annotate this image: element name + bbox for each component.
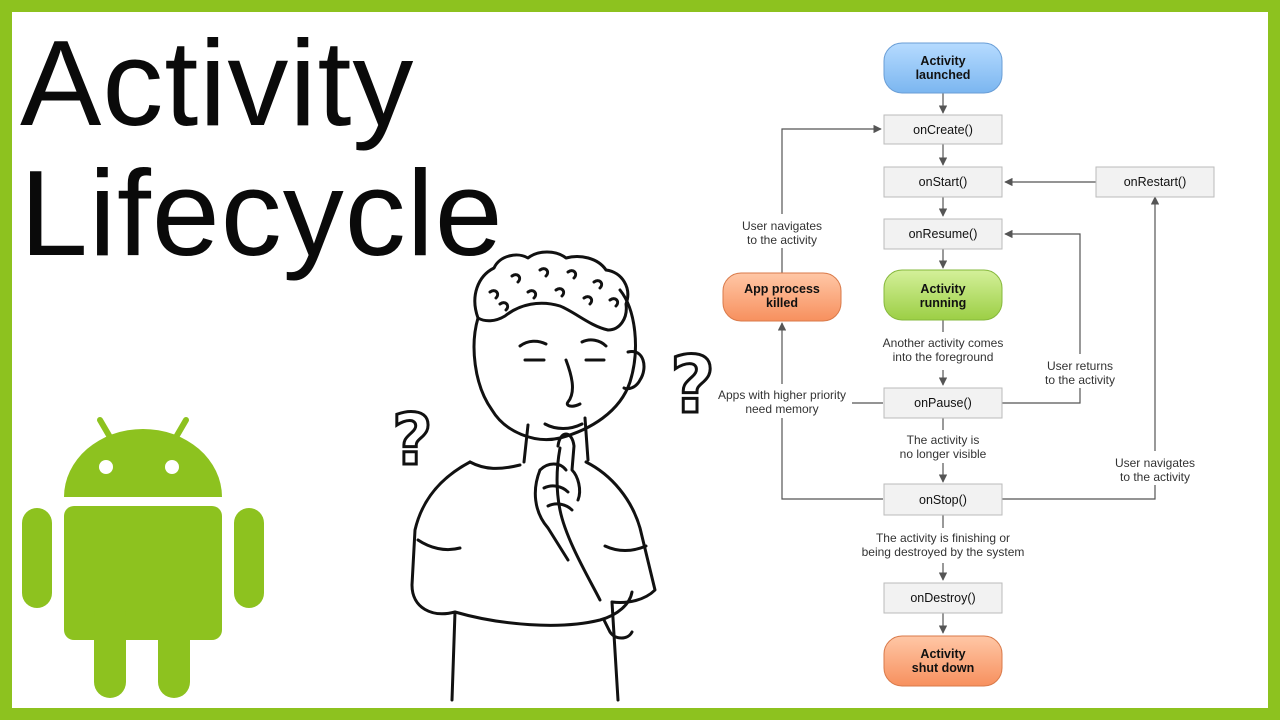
svg-text:onPause(): onPause() [914, 396, 972, 410]
svg-text:onCreate(): onCreate() [913, 123, 973, 137]
svg-text:being destroyed by the system: being destroyed by the system [862, 545, 1025, 559]
label-user-navigates-right: User navigates to the activity [1108, 451, 1202, 485]
node-activity-shut-down: Activity shut down [883, 635, 1003, 687]
svg-text:need memory: need memory [745, 402, 818, 416]
svg-text:onStop(): onStop() [919, 493, 967, 507]
label-higher-priority: Apps with higher priority need memory [712, 384, 852, 418]
svg-text:launched: launched [916, 68, 971, 82]
svg-text:The activity is finishing or: The activity is finishing or [876, 531, 1010, 545]
label-user-navigates-left: User navigates to the activity [735, 214, 830, 248]
node-on-destroy: onDestroy() [883, 582, 1003, 614]
node-activity-launched: Activity launched [883, 42, 1003, 94]
svg-text:shut down: shut down [912, 661, 975, 675]
svg-text:no longer visible: no longer visible [900, 447, 987, 461]
node-on-create: onCreate() [883, 114, 1003, 145]
node-on-pause: onPause() [883, 387, 1003, 419]
svg-text:to the activity: to the activity [1120, 470, 1190, 484]
node-app-process-killed: App process killed [722, 272, 842, 322]
svg-text:onResume(): onResume() [909, 227, 978, 241]
svg-text:onDestroy(): onDestroy() [910, 591, 975, 605]
node-on-resume: onResume() [883, 218, 1003, 250]
svg-text:into the foreground: into the foreground [893, 350, 994, 364]
label-no-longer-visible: The activity is no longer visible [900, 433, 987, 461]
svg-text:onStart(): onStart() [919, 175, 968, 189]
svg-text:to the activity: to the activity [747, 233, 817, 247]
svg-text:killed: killed [766, 296, 798, 310]
question-mark-icon: ? [391, 398, 435, 483]
title-line-2: Lifecycle [20, 145, 504, 281]
label-finishing: The activity is finishing or being destr… [862, 531, 1025, 559]
svg-text:Activity: Activity [920, 54, 965, 68]
node-activity-running: Activity running [883, 269, 1003, 321]
svg-text:Another activity comes: Another activity comes [883, 336, 1004, 350]
svg-text:Activity: Activity [920, 647, 965, 661]
node-on-restart: onRestart() [1095, 166, 1215, 198]
node-on-start: onStart() [883, 166, 1003, 198]
svg-text:User returns: User returns [1047, 359, 1113, 373]
label-another-activity: Another activity comes into the foregrou… [883, 336, 1004, 364]
question-mark-icon: ? [669, 340, 717, 433]
node-on-stop: onStop() [883, 483, 1003, 516]
svg-text:The activity is: The activity is [907, 433, 980, 447]
svg-text:Activity: Activity [920, 282, 965, 296]
svg-text:running: running [920, 296, 967, 310]
label-user-returns: User returns to the activity [1035, 354, 1127, 388]
title-line-1: Activity [20, 15, 415, 151]
svg-text:Apps with higher priority: Apps with higher priority [718, 388, 846, 402]
svg-text:?: ? [392, 399, 433, 481]
svg-text:User navigates: User navigates [1115, 456, 1195, 470]
svg-text:User navigates: User navigates [742, 219, 822, 233]
svg-text:App process: App process [744, 282, 820, 296]
svg-text:to the activity: to the activity [1045, 373, 1115, 387]
svg-text:?: ? [670, 341, 715, 431]
svg-text:onRestart(): onRestart() [1124, 175, 1187, 189]
